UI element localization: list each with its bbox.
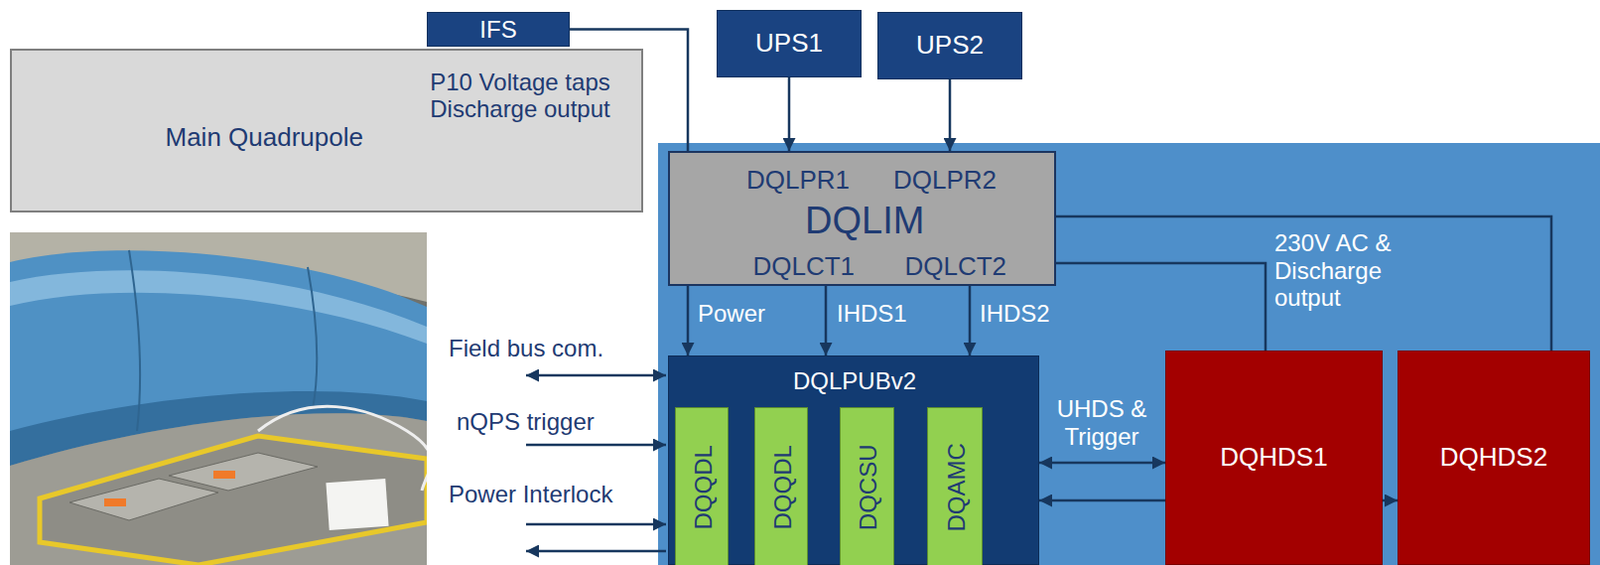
rack-frame	[39, 435, 427, 565]
rack-box	[168, 452, 318, 491]
edge-label: Power	[697, 299, 766, 328]
connector	[968, 285, 972, 356]
cable	[258, 405, 427, 491]
edge-label: UHDS & Trigger	[1047, 395, 1157, 450]
fieldbus-arrow	[526, 374, 667, 378]
magnet-photo	[9, 232, 427, 565]
connector	[1056, 216, 1552, 351]
signal-box: IFS	[426, 11, 570, 47]
connector	[686, 285, 690, 356]
signal-label: Power Interlock	[448, 480, 613, 509]
node-text: DQAMC	[941, 442, 970, 532]
rack-box	[69, 478, 219, 521]
board-card: DQAMC	[927, 406, 983, 565]
interface-module: DQLPR1 DQLPR2DQLIM DQLCT1 DQLCT2	[667, 150, 1057, 286]
sticker	[213, 470, 236, 479]
node-text: DQLCT2	[905, 252, 1008, 282]
node-text: DQHDS2	[1440, 442, 1548, 473]
connector	[1039, 499, 1166, 503]
sticker	[104, 498, 127, 507]
interlock-out-arrow	[526, 549, 667, 553]
magnet-box: Main Quadrupole P10 Voltage taps Discharg…	[9, 48, 644, 213]
node-text: Main Quadrupole	[165, 123, 364, 153]
board-card: DQQDL	[674, 406, 729, 565]
cryostat-seam	[129, 250, 317, 431]
node-text: DQLPR1	[746, 165, 850, 196]
node-text: UPS2	[916, 30, 984, 61]
controller-unit: DQLPUBv2DQQDL DQQDL DQCSU DQAMC	[667, 355, 1040, 565]
heater-supply: DQHDS2	[1397, 350, 1591, 565]
tunnel-wall	[9, 232, 427, 565]
node-text: P10 Voltage taps Discharge output	[413, 68, 628, 124]
connector	[824, 285, 828, 356]
paper-sheet	[325, 478, 389, 531]
wire-label: 230V AC & Discharge output	[1274, 229, 1424, 312]
signal-label: nQPS trigger	[456, 407, 595, 436]
connector	[1382, 499, 1398, 503]
board-card: DQCSU	[839, 406, 895, 565]
heater-supply: DQHDS1	[1165, 350, 1383, 565]
node-text: DQQDL	[768, 444, 797, 530]
node-text: DQLPUBv2	[793, 367, 917, 396]
node-text: DQQDL	[688, 444, 717, 530]
connector	[1039, 461, 1166, 465]
edge-label: IHDS2	[979, 299, 1051, 328]
ups-box: UPS1	[716, 9, 862, 78]
connector	[948, 79, 952, 151]
connector	[1056, 263, 1266, 351]
board-card: DQQDL	[754, 406, 808, 565]
signal-label: Field bus com.	[448, 334, 604, 363]
interlock-in-arrow	[526, 523, 667, 527]
connector	[788, 77, 792, 151]
trigger-arrow	[526, 443, 667, 447]
node-text: DQLIM	[804, 199, 925, 244]
node-text: UPS1	[755, 28, 823, 59]
edge-label: IHDS1	[836, 299, 908, 328]
node-text: DQLCT1	[753, 252, 856, 282]
cryostat-highlight	[9, 269, 427, 344]
ups-box: UPS2	[877, 11, 1023, 80]
node-text: IFS	[479, 15, 517, 44]
node-text: DQCSU	[854, 443, 883, 531]
node-text: DQLPR2	[893, 165, 997, 196]
tunnel-floor	[9, 412, 427, 565]
node-text: DQHDS1	[1219, 442, 1328, 473]
